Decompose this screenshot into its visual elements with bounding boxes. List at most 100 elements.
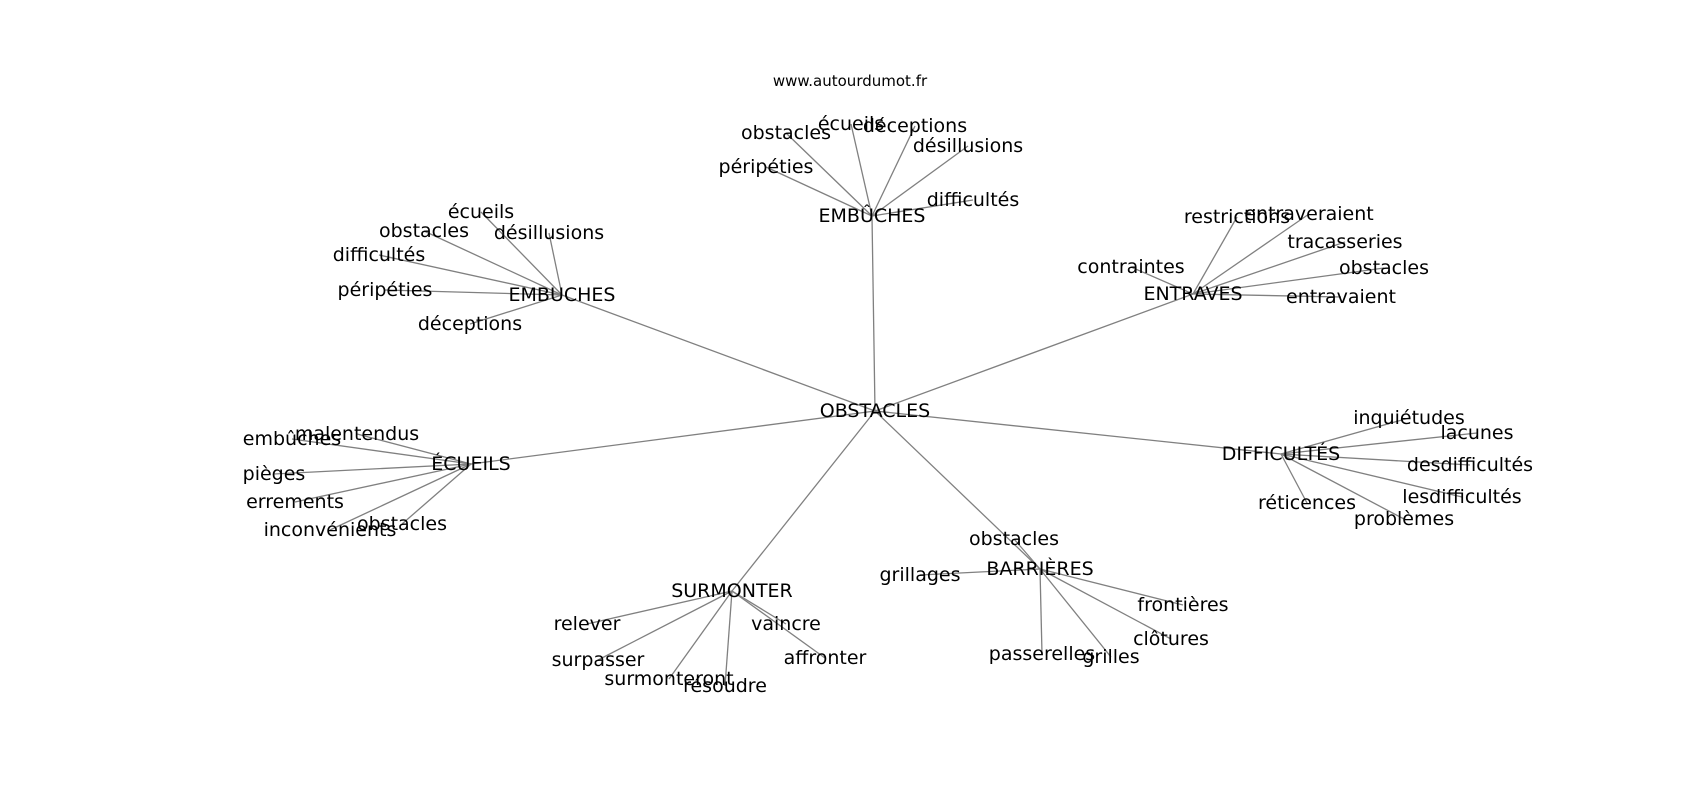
center-node-label: OBSTACLES	[820, 400, 930, 422]
source-url: www.autourdumot.fr	[773, 72, 928, 90]
edge-c3-leaf	[1192, 241, 1346, 295]
edge-c7-leaf	[724, 590, 733, 687]
leaf-node-label: pièges	[243, 463, 306, 485]
hub-node-label: SURMONTER	[671, 580, 793, 602]
edge-c5-leaf	[1280, 453, 1308, 504]
edge-c6-leaf	[1013, 538, 1041, 570]
leaf-node-label: errements	[246, 491, 344, 513]
edge-c7-leaf	[586, 590, 733, 625]
leaf-node-label: clôtures	[1133, 628, 1209, 650]
leaf-node-label: lesdifficultés	[1402, 486, 1521, 508]
edge-c3-leaf	[1192, 213, 1310, 295]
edge-c6-leaf	[919, 568, 1041, 576]
leaf-node-label: relever	[554, 613, 621, 635]
leaf-node-label: entraveraient	[1244, 203, 1373, 225]
edge-c5-leaf	[1280, 453, 1405, 520]
edge-c3-leaf	[1130, 266, 1194, 295]
edge-c6-leaf	[1039, 568, 1043, 655]
leaf-node-label: déceptions	[863, 115, 967, 137]
hub-node-label: BARRIÈRES	[986, 557, 1093, 580]
edge-c2-leaf	[423, 230, 563, 296]
edge-center-c2	[561, 294, 876, 412]
leaf-node-label: tracasseries	[1287, 231, 1402, 253]
leaf-node-label: écueils	[448, 201, 514, 223]
leaf-node-label: résoudre	[683, 675, 767, 697]
leaf-node-label: désillusions	[494, 222, 604, 244]
edge-c2-leaf	[480, 211, 563, 296]
leaf-node-label: difficultés	[333, 244, 426, 266]
edge-c4-leaf	[356, 433, 472, 465]
leaf-node-label: restrictions	[1184, 206, 1290, 228]
leaf-node-label: lacunes	[1440, 422, 1513, 444]
leaf-node-label: frontières	[1137, 594, 1228, 616]
edge-c3-leaf	[1192, 293, 1342, 298]
edge-center-c7	[731, 410, 876, 592]
leaf-node-label: inconvénients	[264, 519, 397, 541]
leaf-node-label: vaincre	[751, 613, 821, 635]
edge-c3-leaf	[1192, 267, 1385, 295]
edge-c7-leaf	[731, 590, 826, 659]
edge-c6-leaf	[1039, 568, 1184, 606]
edge-c1-leaf	[850, 123, 873, 217]
edge-center-c6	[874, 410, 1041, 570]
leaf-node-label: affronter	[784, 647, 867, 669]
edge-c2-leaf	[378, 254, 563, 296]
edge-c4-leaf	[329, 463, 472, 531]
leaf-node-label: grilles	[1082, 646, 1139, 668]
edge-center-c4	[470, 410, 876, 465]
edge-c1-leaf	[785, 132, 873, 217]
edge-c1-leaf	[765, 166, 873, 217]
leaf-node-label: passerelles	[989, 643, 1095, 665]
leaf-node-label: surmonteront	[604, 668, 733, 690]
edge-c6-leaf	[1039, 568, 1112, 658]
leaf-node-label: déceptions	[418, 313, 522, 335]
leaf-node-label: contraintes	[1077, 256, 1184, 278]
edge-c1-leaf	[871, 199, 974, 217]
leaf-node-label: inquiétudes	[1353, 407, 1465, 429]
leaf-node-label: entravaient	[1286, 286, 1396, 308]
leaf-node-label: réticences	[1258, 492, 1356, 514]
edge-c2-leaf	[384, 289, 563, 296]
edge-c1-leaf	[871, 145, 969, 217]
leaf-node-label: péripéties	[719, 156, 814, 178]
edge-c2-leaf	[469, 294, 563, 325]
edge-center-c5	[874, 410, 1282, 455]
leaf-node-label: obstacles	[741, 122, 831, 144]
edge-c6-leaf	[1039, 568, 1172, 640]
hub-node-label: ÉCUEILS	[431, 452, 510, 475]
leaf-node-label: grillages	[879, 564, 960, 586]
edge-c7-leaf	[668, 590, 733, 680]
graph-edges	[273, 123, 1478, 687]
edge-c5-leaf	[1280, 417, 1410, 455]
edge-c4-leaf	[291, 438, 472, 465]
edge-center-c1	[871, 215, 876, 412]
leaf-node-label: péripéties	[338, 279, 433, 301]
edge-c7-leaf	[731, 590, 787, 625]
graph-labels: OBSTACLESEMBÛCHESobstaclesécueilsdécepti…	[243, 113, 1533, 697]
leaf-node-label: difficultés	[927, 189, 1020, 211]
leaf-node-label: surpasser	[552, 649, 645, 671]
leaf-node-label: obstacles	[379, 220, 469, 242]
leaf-node-label: desdifficultés	[1407, 454, 1533, 476]
edge-c5-leaf	[1280, 453, 1471, 466]
edge-c2-leaf	[548, 232, 563, 296]
leaf-node-label: obstacles	[969, 528, 1059, 550]
edge-c1-leaf	[871, 125, 916, 217]
edge-center-c3	[874, 293, 1194, 412]
hub-node-label: EMBÛCHES	[819, 203, 926, 227]
edge-c7-leaf	[597, 590, 733, 661]
hub-node-label: ENTRAVES	[1143, 283, 1242, 305]
edge-c4-leaf	[294, 463, 472, 503]
edge-c4-leaf	[273, 463, 472, 475]
leaf-node-label: problèmes	[1354, 508, 1454, 530]
leaf-node-label: obstacles	[1339, 257, 1429, 279]
edge-c5-leaf	[1280, 432, 1478, 455]
leaf-node-label: désillusions	[913, 135, 1023, 157]
edge-c4-leaf	[401, 463, 472, 525]
hub-node-label: DIFFICULTÉS	[1222, 442, 1341, 465]
edge-c3-leaf	[1192, 216, 1238, 295]
leaf-node-label: écueils	[818, 113, 884, 135]
hub-node-label: EMBUCHES	[509, 284, 616, 306]
leaf-node-label: embûches	[243, 428, 341, 450]
